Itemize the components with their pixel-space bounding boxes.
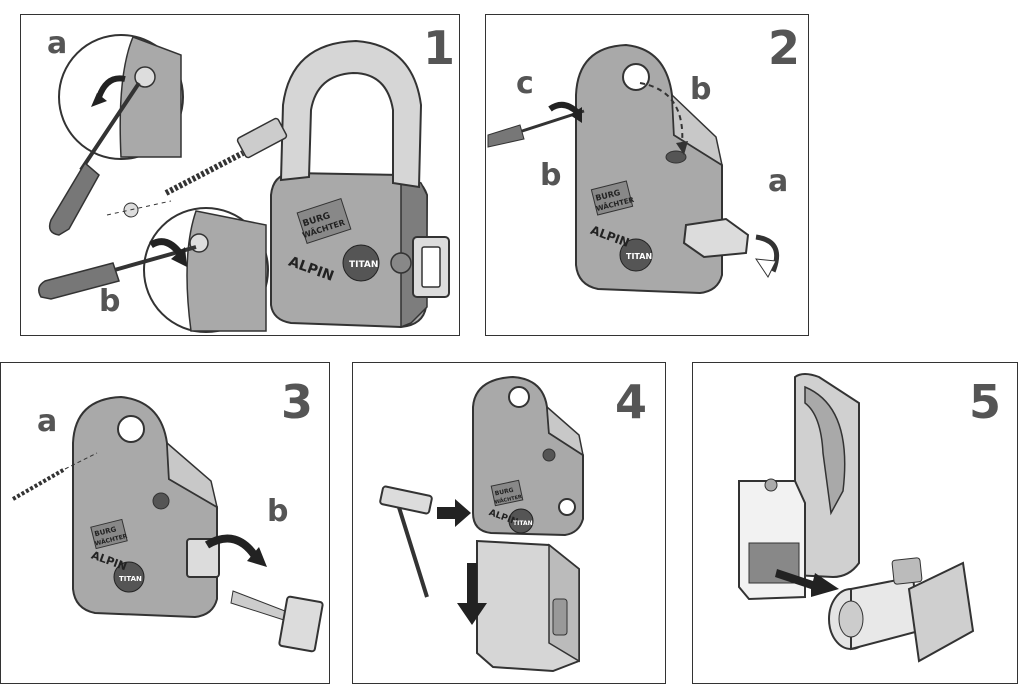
step-5-illustration: [738, 373, 975, 663]
brand-logo: [490, 479, 524, 507]
seal-text: TITAN: [349, 260, 378, 270]
label-c: c: [516, 66, 534, 101]
label-b: b: [99, 284, 121, 319]
step-2-panel: BURG WÄCHTER ALPIN TITAN 2 c b b a: [485, 14, 809, 336]
down-arrow: [457, 563, 487, 625]
label-b-screw: b: [540, 158, 562, 193]
push-arrow: [437, 499, 471, 527]
seal-text: TITAN: [513, 520, 533, 527]
step-1-panel: BURG WÄCHTER ALPIN TITAN 1 a b: [20, 14, 460, 336]
rotate-arrow-c: [548, 101, 581, 116]
label-a: a: [768, 164, 789, 199]
long-screw: [164, 150, 245, 196]
label-b-shackle: b: [690, 72, 712, 107]
cylinder-plate: [907, 561, 975, 663]
step-number: 2: [768, 21, 801, 75]
hammer-handle: [395, 500, 429, 598]
pin-sleeve: [236, 117, 288, 159]
step-3-panel: BURG WÄCHTER ALPIN TITAN 3 a b: [0, 362, 330, 684]
slide-out-arrow: [775, 569, 839, 597]
padlock-shackle: [279, 39, 423, 189]
key-blade: [230, 590, 288, 622]
rotate-arrow-b: [149, 238, 184, 258]
rotate-arrow-a: [96, 75, 126, 99]
step-5-panel: 5: [692, 362, 1018, 684]
step-number: 4: [615, 375, 648, 429]
step-3-illustration: BURG WÄCHTER ALPIN TITAN: [12, 395, 324, 653]
step-2-illustration: BURG WÄCHTER ALPIN TITAN: [487, 43, 780, 295]
brand-logo: [296, 198, 380, 282]
hammer-head: [379, 485, 433, 515]
step-number: 3: [281, 375, 314, 429]
screwdriver-a-shaft: [79, 81, 141, 172]
padlock-body: [72, 395, 218, 619]
brand-logo: [90, 518, 128, 550]
bolt-hole: [152, 492, 170, 510]
label-b: b: [267, 494, 289, 529]
screwdriver-a-handle: [48, 161, 100, 236]
step-number: 5: [969, 375, 1002, 429]
seal-text: TITAN: [626, 252, 652, 261]
key: [682, 217, 750, 259]
step-number: 1: [423, 21, 456, 75]
shackle-hole: [622, 63, 650, 91]
bolt-hole: [665, 150, 687, 164]
screwdriver-b-handle: [38, 262, 120, 300]
screw: [12, 467, 66, 501]
rotate-arrow-key: [755, 234, 780, 273]
key-removed: [278, 595, 324, 653]
key-inserted: [186, 538, 220, 578]
step-1-illustration: BURG WÄCHTER ALPIN TITAN: [38, 34, 450, 333]
step-4-panel: BURG WÄCHTER ALPIN TITAN 4: [352, 362, 666, 684]
seal-text: TITAN: [119, 575, 142, 583]
brand-logo: [590, 180, 634, 216]
label-a: a: [37, 404, 58, 439]
shackle-hole: [117, 415, 145, 443]
step-4-illustration: BURG WÄCHTER ALPIN TITAN: [379, 375, 585, 673]
brand-name-line1: BURG: [494, 487, 514, 498]
label-a: a: [47, 26, 68, 61]
rotate-arrow: [204, 534, 261, 562]
screwdriver-handle: [487, 124, 525, 148]
